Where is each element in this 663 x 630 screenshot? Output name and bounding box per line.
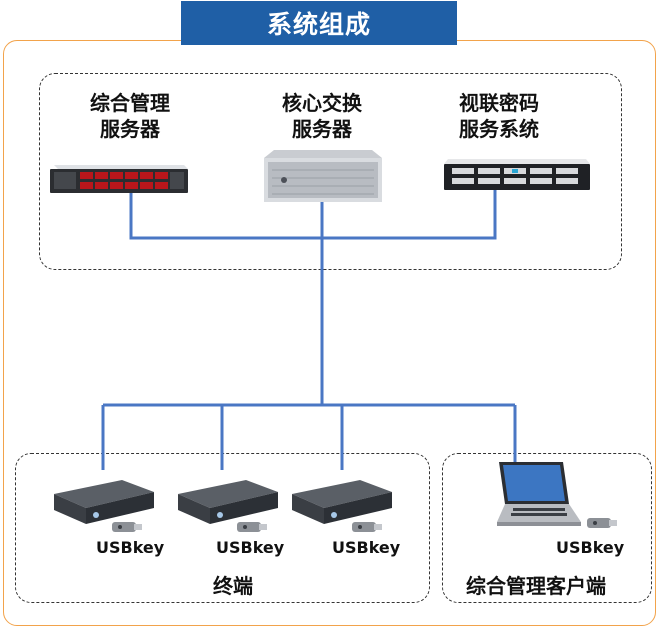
terminal-group-label: 终端 <box>213 574 253 598</box>
client-group-box <box>442 453 652 603</box>
laptop-icon <box>497 462 581 526</box>
usbkey-icon <box>587 518 617 528</box>
wire-server-bus <box>129 190 497 240</box>
switch-chassis-icon <box>264 150 382 202</box>
server-label-management: 综合管理服务器 <box>90 91 170 141</box>
client-group-label: 综合管理客户端 <box>466 574 606 598</box>
crypto-rack-icon <box>444 159 590 190</box>
terminal-box-icon <box>54 480 154 524</box>
rack-server-icon <box>50 165 188 193</box>
terminal-box-icon <box>178 480 278 524</box>
usbkey-icon <box>112 522 142 532</box>
server-label-crypto: 视联密码服务系统 <box>459 91 539 141</box>
server-label-core-switch: 核心交换服务器 <box>282 91 362 141</box>
usbkey-icon <box>352 522 382 532</box>
usbkey-label: USBkey <box>556 538 625 557</box>
terminal-box-icon <box>292 480 392 524</box>
usbkey-label: USBkey <box>96 538 165 557</box>
server-group-box <box>39 73 622 270</box>
usbkey-icon <box>237 522 267 532</box>
diagram-title: 系统组成 <box>181 1 457 45</box>
usbkey-label: USBkey <box>216 538 285 557</box>
usbkey-label: USBkey <box>332 538 401 557</box>
